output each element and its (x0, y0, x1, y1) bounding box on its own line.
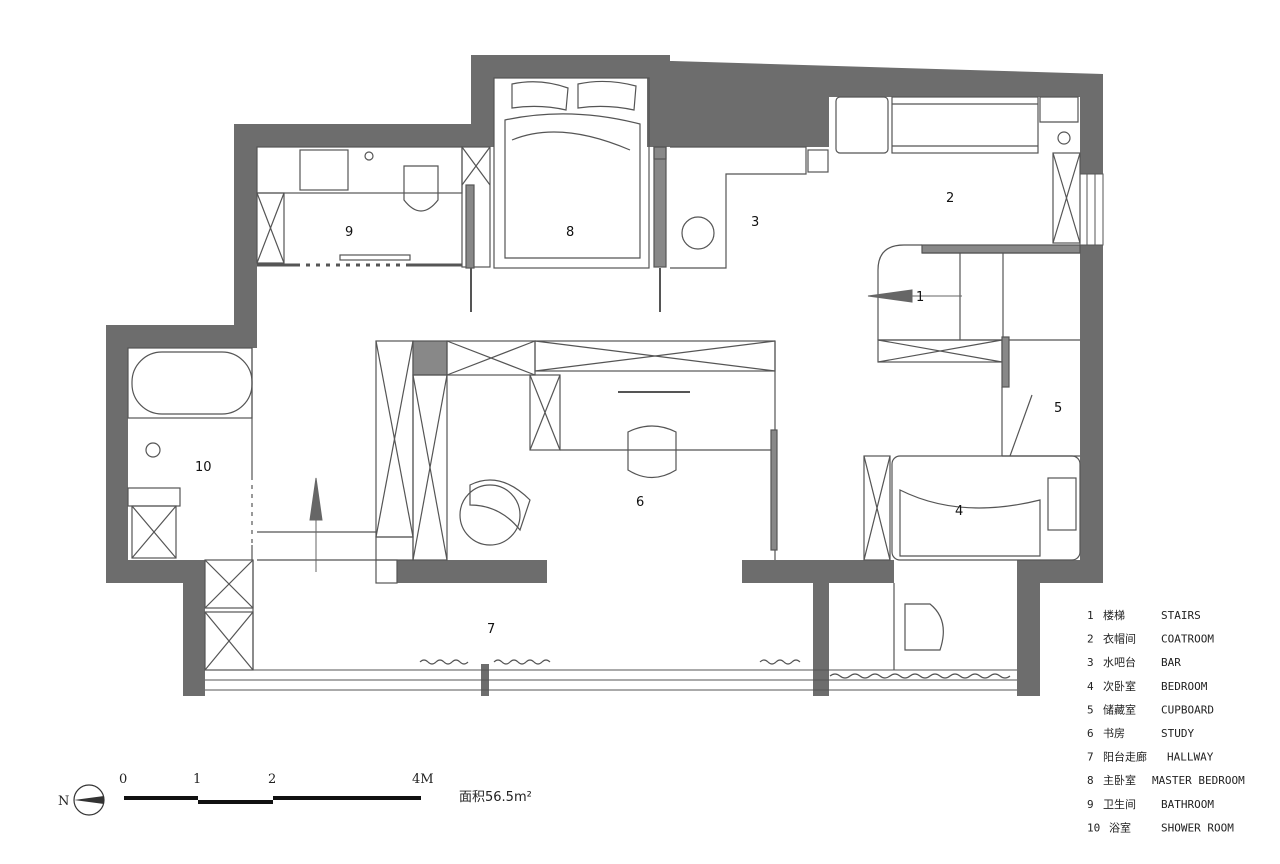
scale-tick-4m: 4M (412, 772, 434, 787)
legend-zh: 主卧室 (1103, 773, 1136, 787)
legend-zh: 卫生间 (1103, 797, 1136, 811)
legend-number: 2 (1087, 633, 1094, 646)
bedroom-bed (891, 455, 1081, 561)
legend-zh: 衣帽间 (1103, 632, 1136, 646)
legend-zh: 浴室 (1109, 820, 1131, 834)
room-label-5: 5 (1054, 401, 1062, 416)
room-label-10: 10 (195, 460, 212, 475)
compass-label: N (58, 794, 69, 809)
legend-zh: 水吧台 (1103, 655, 1136, 669)
legend-number: 7 (1087, 751, 1094, 764)
legend-number: 10 (1087, 821, 1100, 834)
legend-en: STAIRS (1161, 609, 1201, 622)
legend-number: 1 (1087, 609, 1094, 622)
interior-walls (127, 77, 1081, 679)
room-label-2: 2 (946, 191, 954, 206)
legend-zh: 次卧室 (1103, 679, 1136, 693)
legend-number: 3 (1087, 656, 1094, 669)
legend-en: HALLWAY (1167, 751, 1214, 764)
legend-zh: 储藏室 (1103, 702, 1136, 716)
legend-en: COATROOM (1161, 633, 1214, 646)
legend-en: MASTER BEDROOM (1152, 774, 1245, 787)
scale-tick-1: 1 (193, 772, 201, 787)
room-label-7: 7 (487, 622, 495, 637)
legend-number: 9 (1087, 798, 1094, 811)
legend-zh: 楼梯 (1103, 608, 1125, 622)
room-label-1: 1 (916, 290, 924, 305)
balcony-windows (205, 669, 1017, 691)
legend-en: BAR (1161, 656, 1181, 669)
hall-arrow (309, 477, 323, 521)
legend-number: 5 (1087, 703, 1094, 716)
legend-zh: 书房 (1103, 727, 1125, 740)
room-label-9: 9 (345, 225, 353, 240)
room-label-6: 6 (636, 495, 644, 510)
compass: N (58, 784, 105, 816)
window-right (1079, 173, 1104, 246)
legend-en: BEDROOM (1161, 680, 1208, 693)
legend-number: 4 (1087, 680, 1094, 693)
scale-tick-2: 2 (268, 772, 276, 787)
bathroom-vanity (256, 146, 463, 194)
room-label-3: 3 (751, 215, 759, 230)
scale-bar: 0 1 2 4M 面积56.5m² (119, 772, 532, 805)
legend: 1 楼梯 STAIRS 2 衣帽间 COATROOM 3 水吧台 BAR 4 次卧室 BEDROOM 5… (1087, 608, 1245, 834)
legend-en: STUDY (1161, 727, 1194, 740)
room-labels: 2 3 8 9 1 5 10 6 4 7 (195, 191, 1062, 637)
legend-en: CUPBOARD (1161, 703, 1214, 716)
legend-number: 6 (1087, 727, 1094, 740)
direction-arrows (309, 289, 962, 572)
scale-tick-0: 0 (119, 772, 127, 787)
stairs-arrow (867, 289, 913, 303)
legend-number: 8 (1087, 774, 1094, 787)
exterior-walls (106, 55, 1103, 696)
room-label-8: 8 (566, 225, 574, 240)
legend-zh: 阳台走廊 (1103, 750, 1147, 764)
legend-en: SHOWER ROOM (1161, 821, 1234, 834)
master-bed (493, 77, 650, 269)
room-label-4: 4 (955, 504, 963, 519)
legend-en: BATHROOM (1161, 798, 1214, 811)
area-text: 面积56.5m² (459, 790, 532, 805)
